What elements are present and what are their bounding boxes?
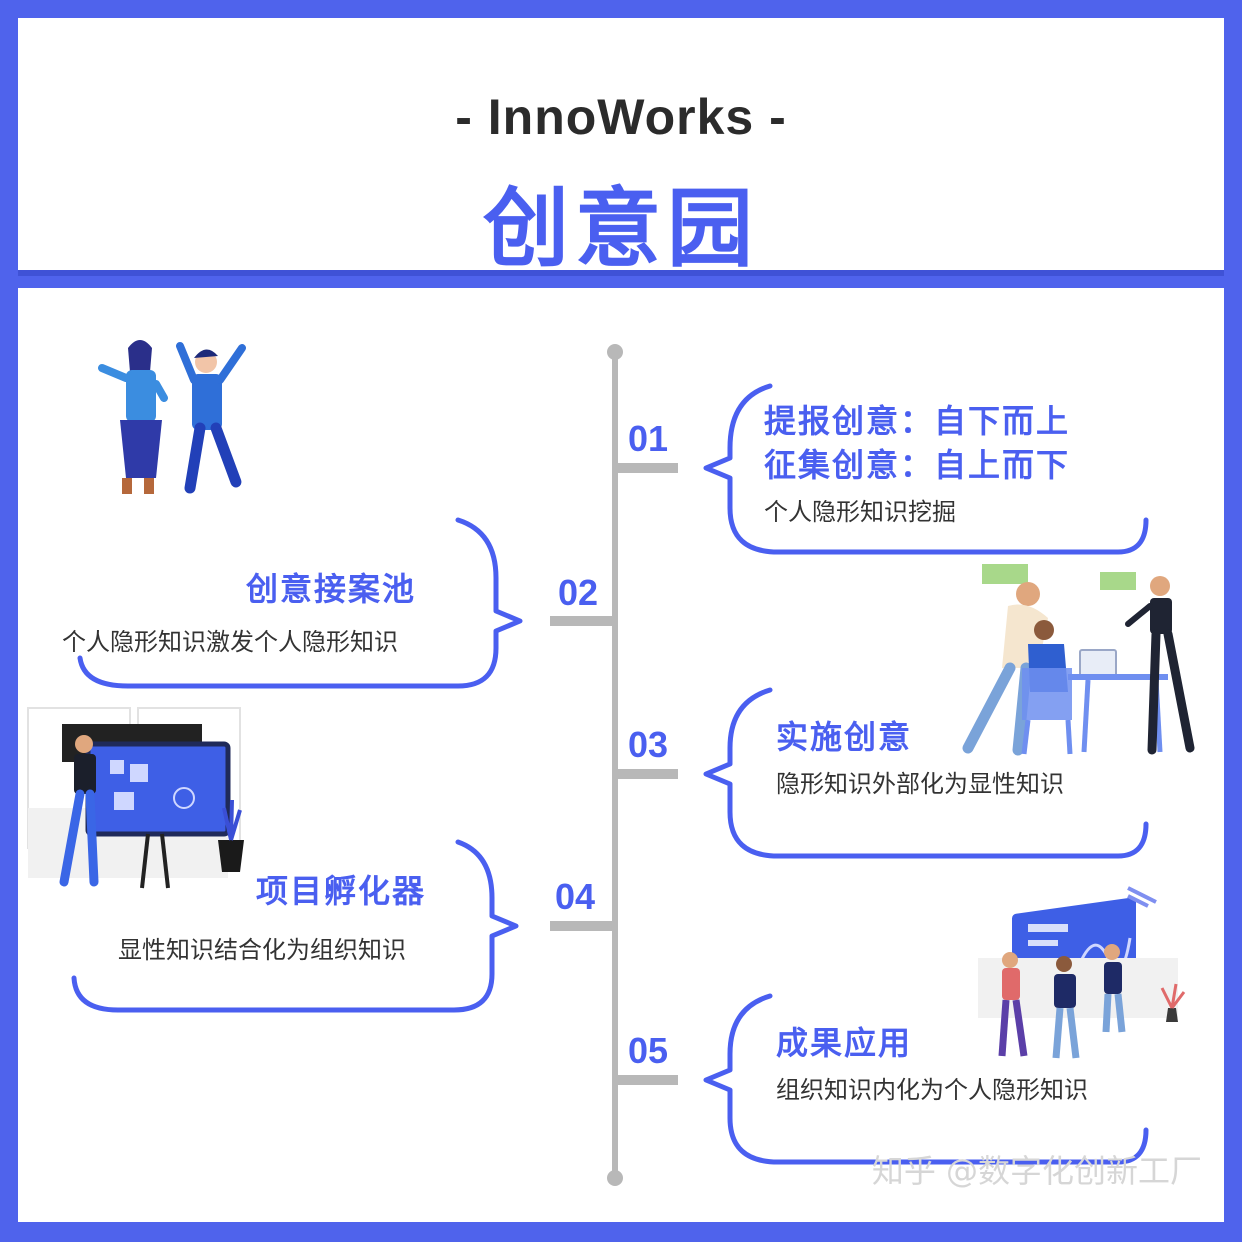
step-02-title: 创意接案池	[246, 570, 417, 608]
timeline-end-dot	[607, 1170, 623, 1186]
bubble-05-outline	[703, 993, 1149, 1165]
bubble-01-outline	[703, 383, 1149, 555]
step-01-title-a: 提报创意：自下而上	[764, 402, 1071, 440]
timeline-start-dot	[607, 344, 623, 360]
step-01-title-b: 征集创意：自上而下	[764, 446, 1071, 484]
page-title: 创意园	[483, 179, 759, 279]
step-05-desc: 组织知识内化为个人隐形知识	[776, 1076, 1088, 1104]
step-number-01: 01	[628, 418, 669, 459]
step-number-03: 03	[628, 724, 669, 765]
dashboard-team-illustration	[978, 886, 1186, 1059]
step-03-desc: 隐形知识外部化为显性知识	[776, 770, 1064, 798]
timeline	[27, 340, 1195, 1186]
step-number-05: 05	[628, 1030, 669, 1071]
step-04-title: 项目孵化器	[256, 872, 427, 910]
subtitle: - InnoWorks -	[455, 89, 787, 145]
step-05-title: 成果应用	[776, 1024, 913, 1062]
content-panel: 01 02 03 04 05 提报创意：自下而上 征集创意：自上而下 个人隐形知…	[18, 288, 1224, 1222]
bubble-03-outline	[703, 687, 1149, 859]
step-04-desc: 显性知识结合化为组织知识	[118, 936, 406, 964]
bubble-04-outline	[71, 839, 519, 1013]
team-meeting-illustration	[962, 564, 1195, 756]
step-02-desc: 个人隐形知识激发个人隐形知识	[62, 628, 398, 656]
watermark: 知乎 @数字化创新工厂	[871, 1152, 1202, 1190]
step-number-04: 04	[555, 876, 596, 917]
header-banner: - InnoWorks - 创意园	[18, 18, 1224, 279]
step-03-title: 实施创意	[776, 718, 913, 756]
bubble-02-outline	[77, 517, 523, 689]
cheering-people-illustration	[98, 340, 246, 494]
whiteboard-illustration	[27, 707, 244, 889]
step-01-desc: 个人隐形知识挖掘	[764, 498, 956, 526]
step-number-02: 02	[558, 572, 599, 613]
